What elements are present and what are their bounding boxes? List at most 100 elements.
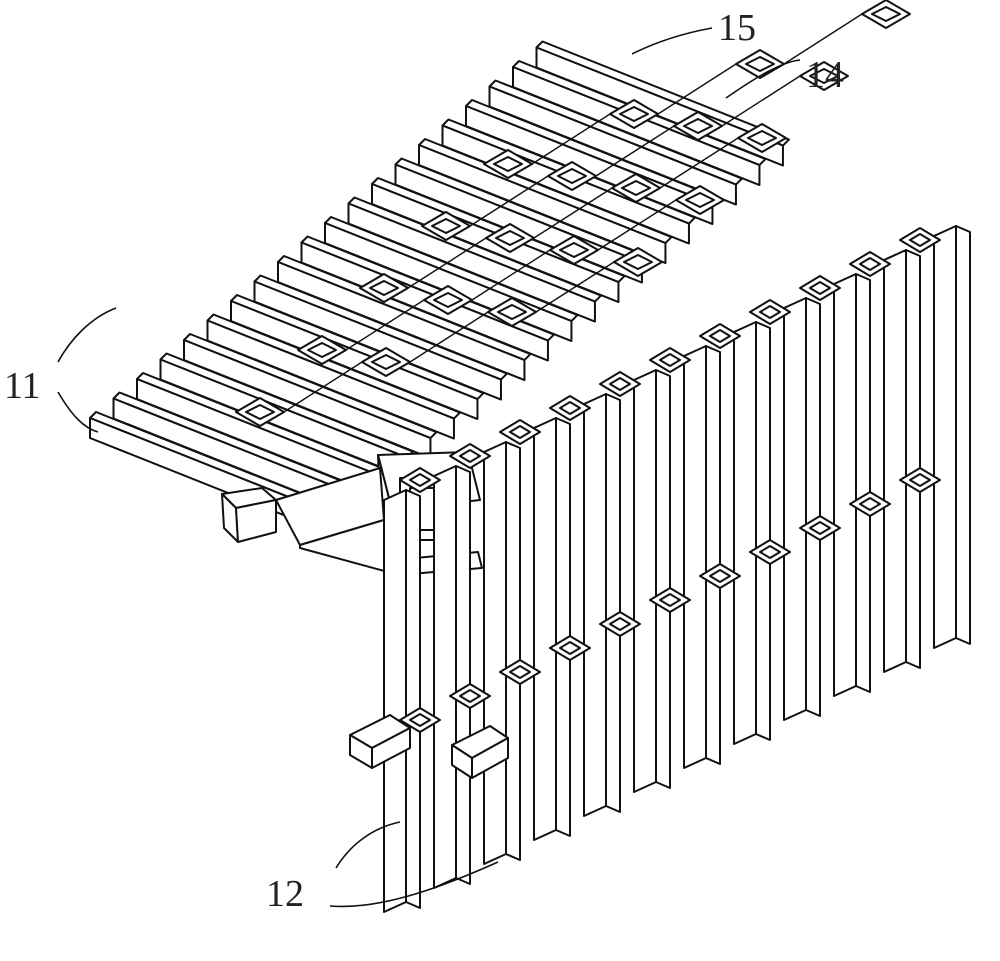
vertical-bar-front	[783, 297, 807, 721]
connector-strap	[533, 187, 613, 239]
connector-strap	[531, 113, 611, 165]
leader-15	[631, 27, 713, 55]
connector-strap	[721, 75, 801, 127]
vertical-connector-inner	[459, 449, 481, 463]
vertical-bar-side	[855, 273, 871, 693]
cross-connector-inner	[495, 230, 525, 246]
cross-connector-inner	[557, 168, 587, 184]
vertical-connector-inner	[759, 305, 781, 319]
cross-connector-inner	[747, 130, 777, 146]
cross-connector-inner	[621, 180, 651, 196]
vertical-bar-front	[733, 321, 757, 745]
vertical-bar-front	[633, 369, 657, 793]
label-14: 14	[806, 54, 844, 96]
vertical-connector-inner	[559, 641, 581, 655]
vertical-connector-inner	[609, 377, 631, 391]
vertical-connector-inner	[709, 569, 731, 583]
vertical-connector-inner	[659, 593, 681, 607]
vertical-bar-side	[805, 297, 821, 717]
vertical-connector-inner	[559, 401, 581, 415]
top-bar-side-face	[465, 105, 714, 226]
cross-connector-inner	[559, 242, 589, 258]
top-cross-connectors	[235, 0, 911, 427]
top-bar-side-face	[277, 261, 526, 382]
vertical-connector-inner	[709, 329, 731, 343]
cross-connector-inner	[245, 404, 275, 420]
vertical-bar-side	[405, 489, 421, 909]
vertical-bar-side	[955, 225, 971, 645]
vertical-bars	[383, 225, 971, 913]
cross-connector-inner	[433, 292, 463, 308]
vertical-connector-inner	[859, 257, 881, 271]
connector-strap	[595, 125, 675, 177]
top-bar-side-face	[347, 202, 596, 323]
vertical-bar-side	[455, 465, 471, 885]
vertical-connector-inner	[459, 689, 481, 703]
vertical-bar-front	[833, 273, 857, 697]
vertical-bar-side	[905, 249, 921, 669]
vertical-bar-side	[755, 321, 771, 741]
top-bar-side-face	[418, 144, 667, 265]
vertical-bar-side	[655, 369, 671, 789]
cross-connector-inner	[493, 156, 523, 172]
vertical-cross-connectors	[399, 227, 941, 733]
connector-strap	[657, 63, 737, 115]
vertical-connector-inner	[809, 281, 831, 295]
vertical-connector-inner	[759, 545, 781, 559]
vertical-connector-inner	[609, 617, 631, 631]
vertical-bar-front	[483, 441, 507, 865]
connector-strap	[597, 199, 677, 251]
vertical-bar-side	[705, 345, 721, 765]
connector-strap	[535, 261, 615, 313]
vertical-connector-inner	[909, 233, 931, 247]
cross-connector-inner	[431, 218, 461, 234]
label-12: 12	[266, 873, 304, 915]
vertical-bar-front	[433, 465, 457, 889]
left-bracket-block	[221, 487, 277, 543]
connector-strap	[409, 311, 489, 363]
cross-connector-inner	[307, 342, 337, 358]
cross-connector-inner	[369, 280, 399, 296]
connector-strap	[469, 175, 549, 227]
vertical-connector-inner	[859, 497, 881, 511]
vertical-connector-inner	[509, 665, 531, 679]
vertical-connector-inner	[409, 713, 431, 727]
vertical-connector-inner	[809, 521, 831, 535]
connector-strap	[659, 137, 739, 189]
top-bar-side-face	[253, 280, 502, 401]
vertical-bar-front	[933, 225, 957, 649]
vertical-connector-inner	[509, 425, 531, 439]
leader-12-lower	[329, 861, 499, 908]
vertical-bar-side	[605, 393, 621, 813]
connector-strap	[407, 237, 487, 289]
leader-14	[725, 59, 801, 99]
top-bar-side-face	[206, 319, 455, 440]
label-11: 11	[4, 365, 41, 407]
vertical-bar-side	[505, 441, 521, 861]
leader-11-lower	[57, 391, 99, 433]
vertical-connector-inner	[659, 353, 681, 367]
connector-strap	[471, 249, 551, 301]
connector-strap	[283, 361, 363, 413]
vertical-connector-inner	[409, 473, 431, 487]
vertical-bar-front	[383, 489, 407, 913]
leader-11-upper	[57, 307, 117, 363]
cross-connector-inner	[623, 254, 653, 270]
cross-connector-inner	[371, 354, 401, 370]
vertical-bar-side	[555, 417, 571, 837]
cross-connector-inner	[809, 68, 839, 84]
cross-connector-inner	[745, 56, 775, 72]
vertical-connector-inner	[909, 473, 931, 487]
cross-connector-inner	[683, 118, 713, 134]
connector-strap	[345, 299, 425, 351]
cross-connector-inner	[871, 6, 901, 22]
leader-12-upper	[335, 821, 401, 869]
label-15: 15	[718, 7, 756, 49]
front-bracket-left	[349, 714, 411, 769]
vertical-bar-front	[533, 417, 557, 841]
cross-connector-inner	[619, 106, 649, 122]
cross-connector-inner	[497, 304, 527, 320]
vertical-bar-front	[683, 345, 707, 769]
vertical-bar-front	[883, 249, 907, 673]
